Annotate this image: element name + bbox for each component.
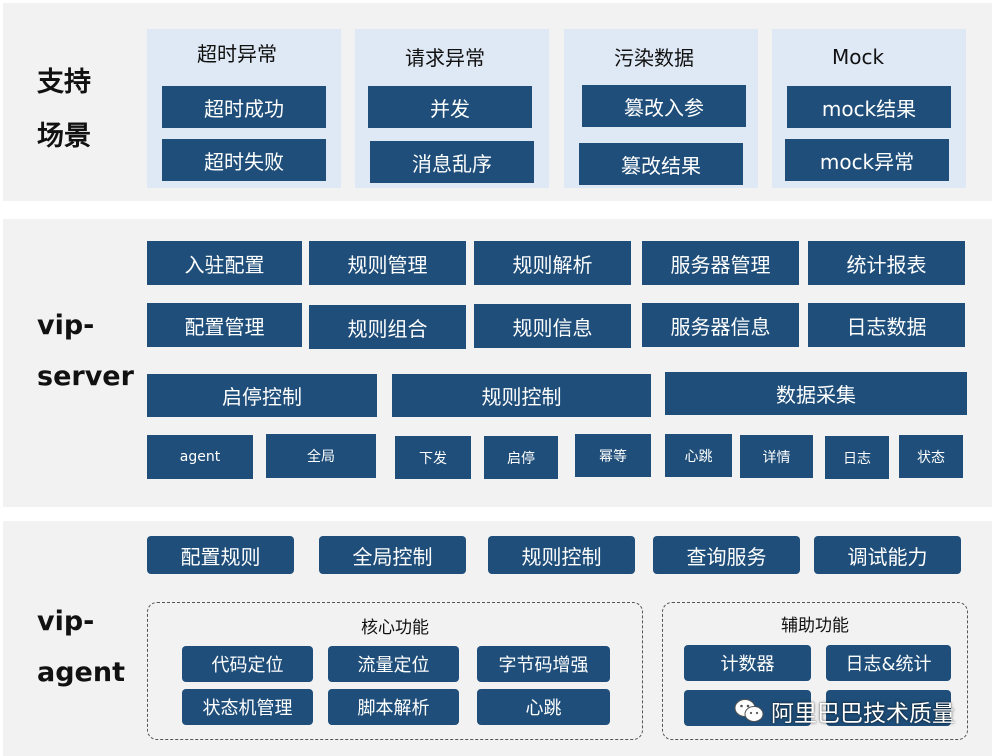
core-functions-group	[147, 602, 643, 740]
core-function-item: 心跳	[477, 689, 610, 725]
server-group-startstop: 启停控制	[147, 374, 377, 417]
server-title-line1: vip-	[37, 310, 95, 341]
core-function-item: 脚本解析	[328, 689, 459, 725]
server-subitem: 启停	[484, 436, 558, 479]
server-module: 配置管理	[147, 303, 302, 347]
aux-function-item-hidden	[826, 690, 951, 726]
server-subitem: 状态	[899, 435, 963, 478]
agent-title-line1: vip-	[37, 606, 95, 637]
agent-module: 全局控制	[319, 536, 466, 574]
core-function-item: 状态机管理	[182, 689, 313, 725]
aux-functions-title: 辅助功能	[781, 616, 849, 636]
support-column-title: 污染数据	[614, 46, 694, 70]
server-title-line2: server	[37, 361, 134, 392]
server-subitem: 心跳	[665, 434, 732, 477]
support-item: mock结果	[787, 86, 951, 128]
server-subitem: 日志	[825, 436, 889, 479]
server-module: 服务器管理	[642, 241, 799, 285]
support-item: 超时失败	[162, 139, 326, 181]
agent-module: 调试能力	[814, 536, 961, 574]
agent-title-line2: agent	[37, 657, 125, 688]
agent-module: 规则控制	[488, 536, 635, 574]
server-subitem: 下发	[395, 436, 471, 479]
support-column-title: Mock	[831, 45, 885, 69]
server-module: 统计报表	[808, 241, 965, 285]
core-functions-title: 核心功能	[361, 618, 429, 638]
server-subitem: agent	[147, 435, 253, 479]
aux-function-item: 计数器	[684, 645, 811, 681]
support-column-title: 超时异常	[197, 42, 277, 66]
agent-module: 配置规则	[147, 536, 294, 574]
watermark: 阿里巴巴技术质量	[733, 692, 955, 730]
core-function-item: 字节码增强	[477, 646, 610, 682]
support-column-title: 请求异常	[405, 46, 485, 70]
aux-functions-group	[662, 602, 968, 740]
core-function-item: 流量定位	[328, 646, 459, 682]
server-module: 规则信息	[474, 304, 631, 348]
wechat-icon	[734, 699, 764, 722]
support-item: 篡改入参	[582, 85, 746, 127]
watermark-text: 阿里巴巴技术质量	[771, 701, 955, 727]
agent-module: 查询服务	[653, 536, 800, 574]
server-group-rulecontrol: 规则控制	[392, 374, 651, 417]
support-item: 篡改结果	[579, 143, 743, 185]
aux-function-item: 日志&统计	[826, 645, 951, 681]
server-subitem: 幂等	[575, 434, 651, 477]
support-item: 并发	[368, 86, 532, 128]
core-function-item: 代码定位	[182, 646, 313, 682]
server-module: 入驻配置	[147, 241, 302, 285]
server-module: 规则解析	[474, 241, 631, 285]
server-module: 日志数据	[808, 303, 965, 347]
server-module: 服务器信息	[642, 303, 799, 347]
support-title-line1: 支持	[37, 67, 91, 98]
support-item: 超时成功	[162, 86, 326, 128]
support-item: mock异常	[785, 139, 949, 181]
server-group-datacollect: 数据采集	[665, 372, 967, 415]
server-module: 规则管理	[309, 241, 466, 285]
support-item: 消息乱序	[370, 141, 534, 183]
server-module: 规则组合	[309, 305, 466, 349]
server-subitem: 全局	[266, 434, 376, 478]
support-title-line2: 场景	[37, 121, 91, 152]
server-subitem: 详情	[740, 435, 813, 478]
